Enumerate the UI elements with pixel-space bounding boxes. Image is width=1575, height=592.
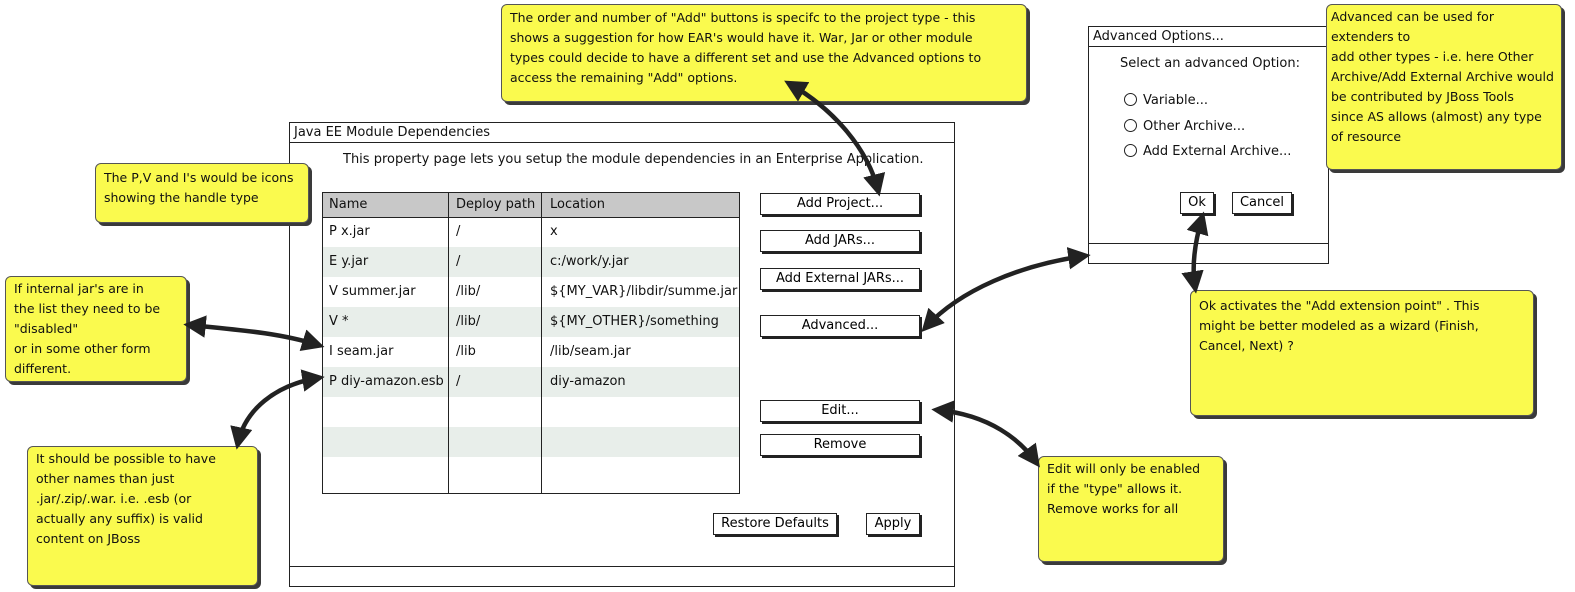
note-line: of resource xyxy=(1331,129,1402,144)
cell-location: /lib/seam.jar xyxy=(550,344,631,359)
note-line: different. xyxy=(14,361,72,376)
option-variable[interactable]: Variable... xyxy=(1124,93,1208,109)
arrow-ok-to-note xyxy=(1181,211,1209,294)
note-line: showing the handle type xyxy=(104,190,259,205)
note-line: add other types - i.e. here Other xyxy=(1331,49,1534,64)
table-row[interactable]: V * /lib/ ${MY_OTHER}/something xyxy=(323,307,739,337)
cell-deploy-path: / xyxy=(456,374,461,389)
arrow-advanced-button-to-dialog xyxy=(921,247,1091,332)
note-internal-jars: If internal jar's are in the list they n… xyxy=(5,276,187,382)
cell-name: E y.jar xyxy=(329,254,369,269)
note-line: The P,V and I's would be icons xyxy=(104,170,294,185)
advanced-button[interactable]: Advanced... xyxy=(760,315,920,337)
option-label: Other Archive... xyxy=(1143,119,1246,134)
cell-deploy-path: /lib/ xyxy=(456,284,481,299)
note-line: the list they need to be xyxy=(14,301,161,316)
arrow-add-note-to-add-project xyxy=(784,80,886,197)
note-line: since AS allows (almost) any type xyxy=(1331,109,1542,124)
radio-icon[interactable] xyxy=(1124,93,1137,106)
column-divider xyxy=(448,193,450,493)
note-line: types could decide to have a different s… xyxy=(510,50,982,65)
note-advanced-extenders: Advanced can be used for extenders to ad… xyxy=(1326,4,1562,170)
cell-name: P x.jar xyxy=(329,224,370,239)
cancel-button[interactable]: Cancel xyxy=(1232,192,1292,214)
note-line: content on JBoss xyxy=(36,531,141,546)
cell-location: ${MY_VAR}/libdir/summe.jar xyxy=(550,284,738,299)
column-header-deploy-path[interactable]: Deploy path xyxy=(456,197,536,212)
cell-name: I seam.jar xyxy=(329,344,394,359)
note-line: Remove works for all xyxy=(1047,501,1179,516)
page-description: This property page lets you setup the mo… xyxy=(343,152,924,167)
cell-deploy-path: / xyxy=(456,254,461,269)
note-line: Advanced can be used for xyxy=(1331,9,1494,24)
note-line: Ok activates the "Add extension point" .… xyxy=(1199,298,1480,313)
note-line: If internal jar's are in xyxy=(14,281,144,296)
restore-defaults-button[interactable]: Restore Defaults xyxy=(713,513,837,535)
window-status-bar xyxy=(290,566,954,586)
note-other-names: It should be possible to have other name… xyxy=(27,446,258,586)
note-line: It should be possible to have xyxy=(36,451,216,466)
note-line: extenders to xyxy=(1331,29,1411,44)
table-row[interactable]: V summer.jar /lib/ ${MY_VAR}/libdir/summ… xyxy=(323,277,739,307)
note-edit-enabled: Edit will only be enabled if the "type" … xyxy=(1038,456,1224,562)
note-ok-activates: Ok activates the "Add extension point" .… xyxy=(1190,290,1534,416)
advanced-options-dialog: Advanced Options... Select an advanced O… xyxy=(1088,26,1329,264)
table-row[interactable]: P diy-amazon.esb / diy-amazon xyxy=(323,367,739,397)
column-header-location[interactable]: Location xyxy=(550,197,605,212)
note-line: if the "type" allows it. xyxy=(1047,481,1183,496)
option-other-archive[interactable]: Other Archive... xyxy=(1124,119,1245,135)
note-line: might be better modeled as a wizard (Fin… xyxy=(1199,318,1479,333)
column-header-name[interactable]: Name xyxy=(329,197,368,212)
window-title: Java EE Module Dependencies xyxy=(290,123,954,143)
note-line: other names than just xyxy=(36,471,175,486)
dialog-status-bar xyxy=(1089,243,1328,263)
option-label: Add External Archive... xyxy=(1143,144,1292,159)
note-line: shows a suggestion for how EAR's would h… xyxy=(510,30,973,45)
cell-deploy-path: / xyxy=(456,224,461,239)
cell-location: x xyxy=(550,224,558,239)
column-divider xyxy=(541,193,543,493)
arrow-names-to-table xyxy=(230,369,325,450)
note-add-buttons-order: The order and number of "Add" buttons is… xyxy=(501,4,1027,102)
note-line: actually any suffix) is valid xyxy=(36,511,203,526)
apply-button[interactable]: Apply xyxy=(866,513,920,535)
cell-deploy-path: /lib xyxy=(456,344,476,359)
note-line: access the remaining "Add" options. xyxy=(510,70,738,85)
note-line: Archive/Add External Archive would xyxy=(1331,69,1554,84)
dialog-title: Advanced Options... xyxy=(1089,27,1328,47)
edit-button[interactable]: Edit... xyxy=(760,400,920,422)
table-header: Name Deploy path Location xyxy=(323,193,739,218)
remove-button[interactable]: Remove xyxy=(760,434,920,456)
option-label: Variable... xyxy=(1143,93,1209,108)
note-line: Cancel, Next) ? xyxy=(1199,338,1294,353)
cell-name: P diy-amazon.esb xyxy=(329,374,444,389)
radio-icon[interactable] xyxy=(1124,119,1137,132)
note-line: be contributed by JBoss Tools xyxy=(1331,89,1514,104)
note-line: The order and number of "Add" buttons is… xyxy=(510,10,976,25)
note-line: "disabled" xyxy=(14,321,79,336)
table-row[interactable]: I seam.jar /lib /lib/seam.jar xyxy=(323,337,739,367)
note-line: Edit will only be enabled xyxy=(1047,461,1201,476)
note-icons: The P,V and I's would be icons showing t… xyxy=(95,163,309,223)
dialog-prompt: Select an advanced Option: xyxy=(1120,56,1300,71)
add-jars-button[interactable]: Add JARs... xyxy=(760,230,920,252)
cell-location: c:/work/y.jar xyxy=(550,254,629,269)
ok-button[interactable]: Ok xyxy=(1180,192,1214,214)
cell-deploy-path: /lib/ xyxy=(456,314,481,329)
cell-name: V summer.jar xyxy=(329,284,416,299)
note-line: .jar/.zip/.war. i.e. .esb (or xyxy=(36,491,192,506)
table-row-empty xyxy=(323,427,739,457)
radio-icon[interactable] xyxy=(1124,144,1137,157)
cell-location: ${MY_OTHER}/something xyxy=(550,314,719,329)
table-row[interactable]: P x.jar / x xyxy=(323,217,739,247)
add-external-jars-button[interactable]: Add External JARs... xyxy=(760,268,920,290)
table-row[interactable]: E y.jar / c:/work/y.jar xyxy=(323,247,739,277)
note-line: or in some other form xyxy=(14,341,151,356)
cell-location: diy-amazon xyxy=(550,374,626,389)
cell-name: V * xyxy=(329,314,349,329)
arrow-internal-jars-to-table xyxy=(183,315,325,351)
arrow-edit-to-note xyxy=(931,400,1040,468)
option-add-external-archive[interactable]: Add External Archive... xyxy=(1124,144,1291,160)
